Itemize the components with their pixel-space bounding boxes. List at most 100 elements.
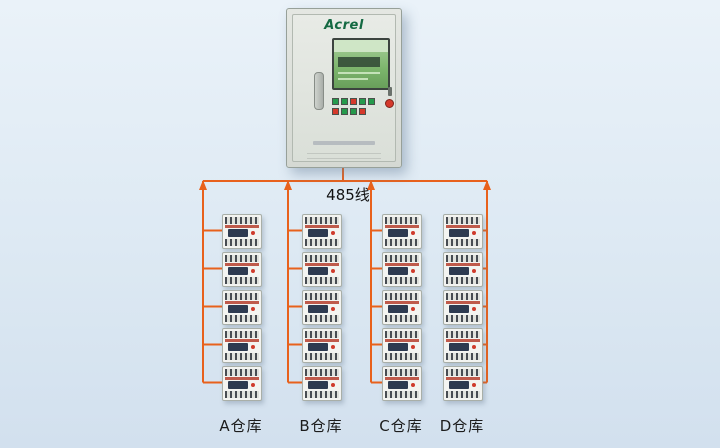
cabinet-indicator	[341, 108, 348, 115]
alarm-led	[385, 99, 394, 108]
cabinet-indicator	[350, 108, 357, 115]
terminal-strip-bottom	[446, 239, 480, 246]
terminal-strip-top	[385, 255, 419, 262]
cabinet-indicator	[332, 98, 339, 105]
device-led	[472, 307, 476, 311]
screen-header	[334, 40, 388, 52]
terminal-strip-bottom	[385, 353, 419, 360]
device-stripe	[385, 377, 419, 380]
device-display	[308, 381, 328, 389]
terminal-strip-top	[305, 331, 339, 338]
device-display	[449, 305, 469, 313]
cabinet-door: Acrel	[292, 14, 396, 162]
meter-device-A1	[222, 214, 262, 249]
terminal-strip-bottom	[305, 315, 339, 322]
meter-device-D3	[443, 290, 483, 325]
terminal-strip-top	[225, 217, 259, 224]
device-display	[228, 267, 248, 275]
device-display	[388, 343, 408, 351]
device-display	[388, 267, 408, 275]
terminal-strip-top	[385, 217, 419, 224]
device-display	[308, 305, 328, 313]
meter-device-D2	[443, 252, 483, 287]
device-stripe	[305, 339, 339, 342]
indicator-row-2	[332, 108, 366, 115]
device-display	[228, 343, 248, 351]
terminal-strip-top	[305, 293, 339, 300]
device-stripe	[385, 301, 419, 304]
device-display	[449, 267, 469, 275]
device-stripe	[225, 301, 259, 304]
terminal-strip-top	[225, 293, 259, 300]
screen-text-line	[338, 72, 380, 74]
meter-device-B1	[302, 214, 342, 249]
terminal-strip-top	[225, 369, 259, 376]
door-lock	[388, 87, 392, 96]
cabinet-indicator	[341, 98, 348, 105]
column-label-A: A仓库	[219, 417, 263, 435]
screen-chart-band	[338, 57, 380, 67]
meter-device-C4	[382, 328, 422, 363]
device-display	[228, 381, 248, 389]
terminal-strip-bottom	[305, 239, 339, 246]
device-led	[472, 269, 476, 273]
device-stripe	[385, 339, 419, 342]
terminal-strip-top	[385, 331, 419, 338]
terminal-strip-top	[385, 293, 419, 300]
device-stripe	[446, 339, 480, 342]
terminal-strip-bottom	[385, 391, 419, 398]
device-stripe	[225, 263, 259, 266]
meter-device-C5	[382, 366, 422, 401]
device-display	[388, 381, 408, 389]
meter-device-D5	[443, 366, 483, 401]
terminal-strip-top	[446, 331, 480, 338]
device-display	[449, 343, 469, 351]
device-display	[228, 229, 248, 237]
meter-device-A2	[222, 252, 262, 287]
terminal-strip-top	[225, 331, 259, 338]
device-display	[308, 267, 328, 275]
device-display	[449, 381, 469, 389]
column-label-D: D仓库	[439, 417, 485, 435]
device-stripe	[225, 339, 259, 342]
device-led	[251, 345, 255, 349]
device-led	[331, 307, 335, 311]
cabinet-handle-slot	[314, 72, 324, 110]
terminal-strip-bottom	[305, 353, 339, 360]
terminal-strip-bottom	[446, 277, 480, 284]
cabinet-indicator	[350, 98, 357, 105]
terminal-strip-bottom	[446, 315, 480, 322]
meter-device-C2	[382, 252, 422, 287]
device-stripe	[305, 301, 339, 304]
device-led	[331, 383, 335, 387]
terminal-strip-bottom	[225, 239, 259, 246]
indicator-row-1	[332, 98, 375, 105]
cabinet-indicator	[359, 108, 366, 115]
screen-text-line	[338, 78, 368, 80]
cabinet-indicator	[368, 98, 375, 105]
device-led	[331, 345, 335, 349]
device-stripe	[305, 263, 339, 266]
terminal-strip-top	[305, 369, 339, 376]
terminal-strip-bottom	[446, 353, 480, 360]
terminal-strip-bottom	[305, 391, 339, 398]
meter-device-A5	[222, 366, 262, 401]
column-label-C: C仓库	[379, 417, 423, 435]
wire-arrow	[199, 180, 207, 190]
terminal-strip-top	[225, 255, 259, 262]
device-stripe	[385, 225, 419, 228]
meter-device-C3	[382, 290, 422, 325]
terminal-strip-bottom	[385, 315, 419, 322]
terminal-strip-top	[385, 369, 419, 376]
vent-groove	[307, 153, 381, 154]
device-stripe	[446, 225, 480, 228]
device-display	[449, 229, 469, 237]
cabinet-brand: Acrel	[324, 18, 364, 33]
device-stripe	[305, 225, 339, 228]
wire-arrow	[367, 180, 375, 190]
bus-label-485: 485线	[326, 186, 370, 204]
device-led	[472, 345, 476, 349]
cabinet-indicator	[332, 108, 339, 115]
device-stripe	[225, 225, 259, 228]
terminal-strip-bottom	[225, 391, 259, 398]
